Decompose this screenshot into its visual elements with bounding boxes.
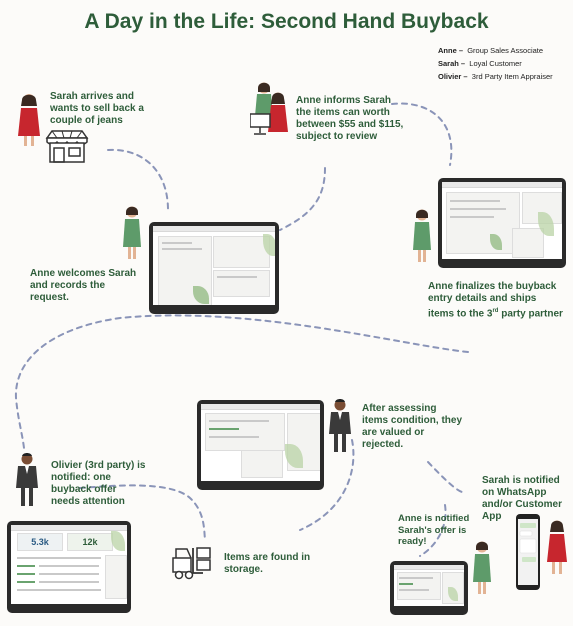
- step-anne-finalizes: Anne finalizes the buyback entry details…: [428, 281, 563, 320]
- step-sarah-notified: Sarah is notified on WhatsApp and/or Cus…: [482, 475, 563, 522]
- step-items-in-storage: Items are found in storage.: [224, 552, 311, 575]
- kpi-card-2: 12k: [67, 533, 113, 551]
- olivier-figure-icon: [329, 399, 351, 452]
- tablet-screen-4: [390, 561, 468, 615]
- step-anne-informs: Anne informs Sarah the items can worth b…: [296, 95, 404, 142]
- sarah-figure-icon: [18, 94, 40, 146]
- step-items-assessed: After assessing items condition, they ar…: [362, 403, 463, 450]
- store-icon: [45, 130, 89, 163]
- anne-figure-icon-3: [473, 541, 491, 594]
- tablet-screen-3: [197, 400, 324, 490]
- olivier-figure-icon-2: [16, 453, 38, 506]
- legend-item-sarah: Sarah – Loyal Customer: [438, 59, 522, 68]
- anne-figure-icon-2: [413, 209, 431, 262]
- legend-item-anne: Anne – Group Sales Associate: [438, 46, 544, 55]
- legend: Anne – Group Sales Associate Sarah – Loy…: [438, 44, 553, 83]
- sarah-figure-icon-2: [547, 520, 567, 574]
- kpi-card-1: 5.3k: [17, 533, 63, 551]
- step-anne-welcomes: Anne welcomes Sarah and records the requ…: [30, 268, 137, 303]
- phone-icon: [516, 514, 540, 590]
- step-olivier-notified: Olivier (3rd party) is notified: one buy…: [51, 460, 146, 507]
- step-sarah-arrives: Sarah arrives and wants to sell back a c…: [50, 91, 144, 126]
- tablet-dashboard: 5.3k 12k: [7, 521, 131, 613]
- tablet-screen-2: [438, 178, 566, 268]
- anne-sarah-counter-icon: [250, 82, 288, 135]
- step-anne-notified: Anne is notified Sarah's offer is ready!: [398, 513, 470, 547]
- anne-figure-icon: [123, 206, 141, 259]
- legend-item-olivier: Olivier – 3rd Party Item Appraiser: [438, 72, 553, 81]
- tablet-screen-1: [149, 222, 279, 314]
- forklift-icon: [172, 547, 211, 580]
- page-title: A Day in the Life: Second Hand Buyback: [84, 10, 489, 33]
